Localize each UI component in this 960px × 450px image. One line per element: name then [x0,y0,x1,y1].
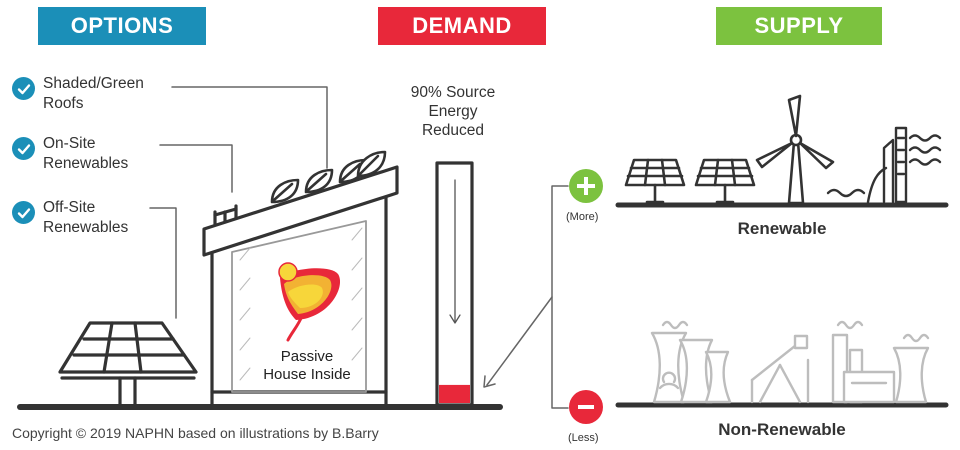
renewable-label: Renewable [737,219,827,238]
copyright-text: Copyright © 2019 NAPHN based on illustra… [12,425,379,441]
down-arrow-icon [449,179,461,324]
passive-house-label-line1: Passive [280,348,334,365]
solar-panel-icon [624,158,686,204]
hydro-dam-icon [826,126,942,204]
scale-bracket [483,185,569,409]
option-label-line1: On-Site [43,135,96,152]
factory-icon [831,320,930,404]
option-label-line2: Renewables [43,219,129,236]
non-renewable-label: Non-Renewable [718,420,846,439]
plus-icon [569,169,603,203]
wind-turbine-icon [755,94,835,205]
leader-lines [149,86,328,319]
solar-panel-icon [58,321,198,406]
passive-house-logo [278,262,341,342]
option-label-line2: Roofs [43,95,84,112]
demand-fill-level [439,384,470,403]
leaf-icon [270,150,387,204]
supply-banner: SUPPLY [716,7,882,45]
check-icon [12,77,35,100]
less-label: (Less) [568,432,599,444]
demand-bar [435,161,474,407]
options-banner: OPTIONS [38,7,206,45]
solar-panel-icon [694,158,756,204]
source-energy-line1: 90% Source [410,84,496,101]
minus-icon [569,390,603,424]
source-energy-label: 90% Source Energy Reduced [393,83,513,140]
non-renewable-icons [650,320,930,404]
option-label-line1: Shaded/Green [43,75,144,92]
oil-pump-icon [750,334,810,404]
more-label: (More) [566,211,599,223]
passive-house-label: Passive House Inside [248,348,366,384]
source-energy-line3: Reduced [421,122,485,139]
option-label-line1: Off-Site [43,199,96,216]
passive-house-label-line2: House Inside [263,366,351,383]
cooling-tower-icon [650,320,732,404]
check-icon [12,201,35,224]
demand-banner: DEMAND [378,7,546,45]
source-energy-line2: Energy [428,103,478,120]
option-label-line2: Renewables [43,155,129,172]
check-icon [12,137,35,160]
